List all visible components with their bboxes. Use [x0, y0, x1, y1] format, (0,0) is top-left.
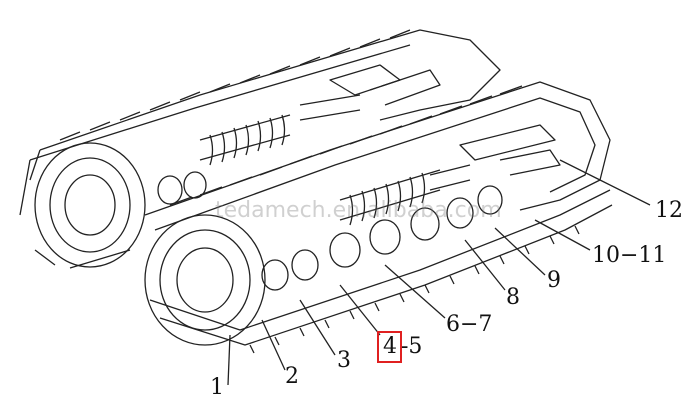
callout-10-11: 10−11 [592, 243, 667, 268]
callout-9: 9 [547, 268, 561, 293]
callout-4: 4 [383, 334, 397, 359]
watermark: tedamech.en.alibaba.com [215, 198, 502, 223]
callout-2: 2 [285, 364, 299, 389]
callout-5: -5 [401, 334, 423, 359]
callout-3: 3 [337, 348, 351, 373]
callout-8: 8 [506, 285, 520, 310]
callout-6-7: 6−7 [446, 312, 493, 337]
callout-4-highlight-box [377, 331, 402, 363]
callout-12: 12 [655, 198, 683, 223]
callout-1: 1 [210, 375, 224, 400]
